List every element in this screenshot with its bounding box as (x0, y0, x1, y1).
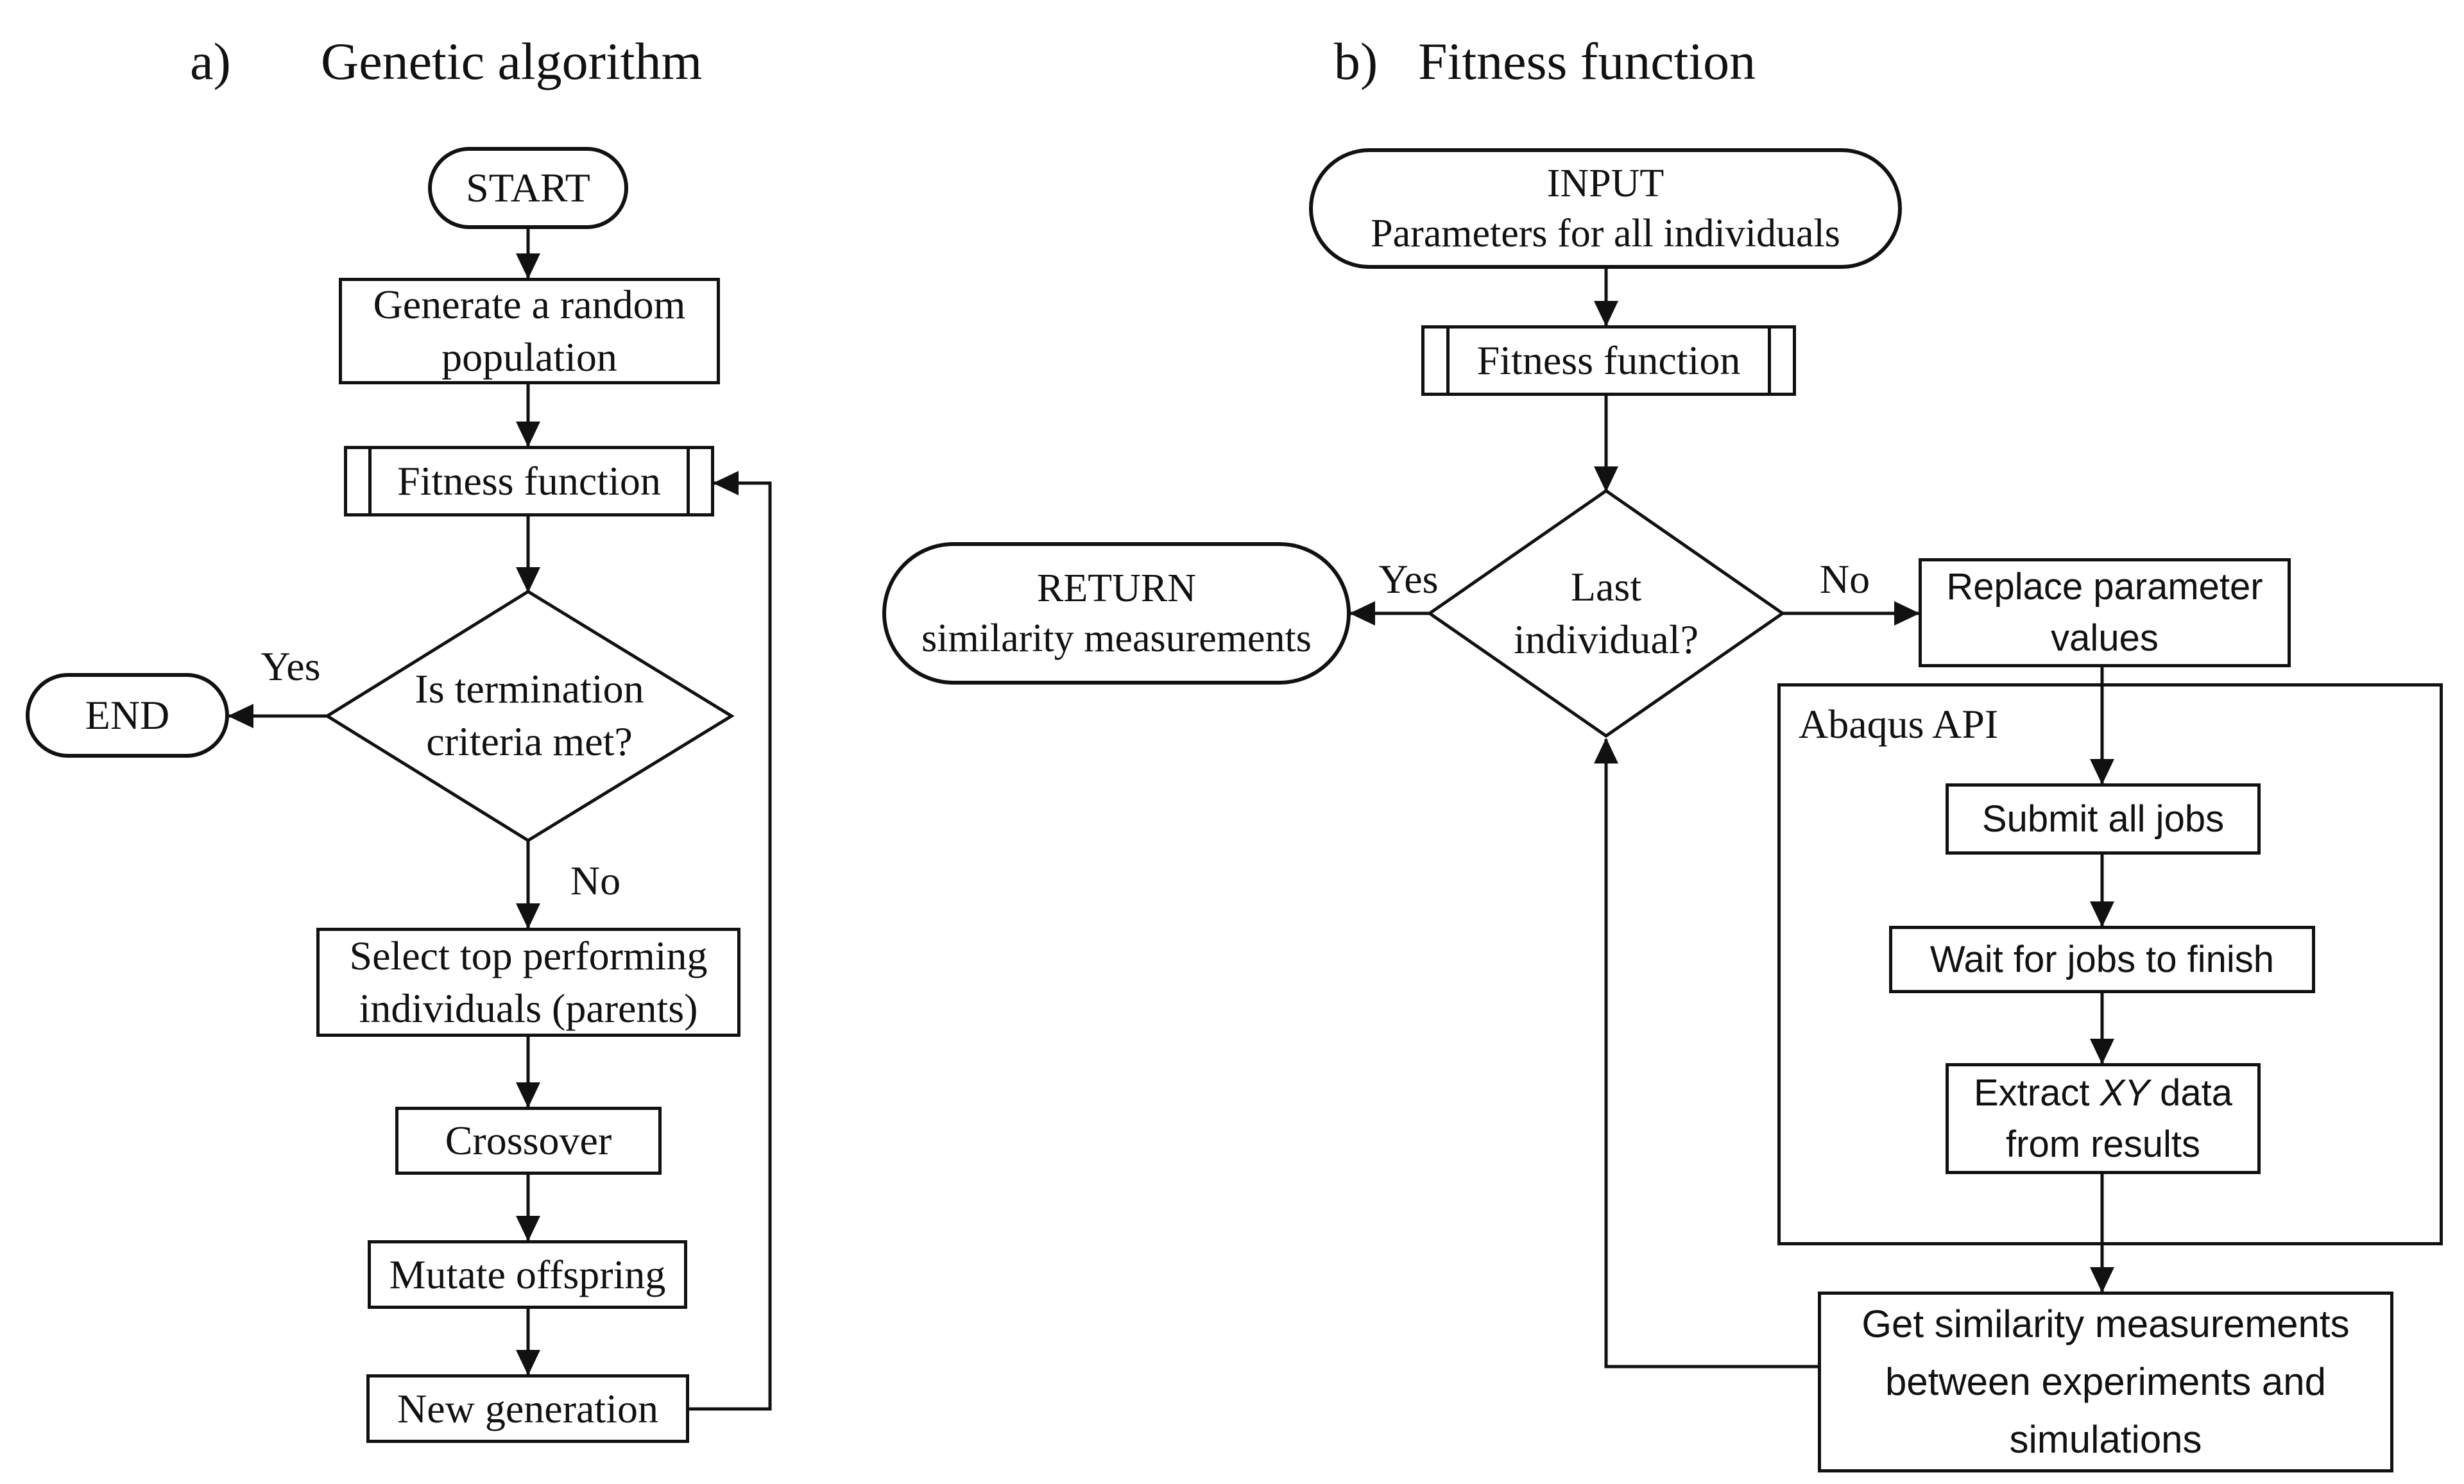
process-extract-xy: Extract XY data from results (1946, 1063, 2261, 1174)
predefined-bar-right (1768, 328, 1771, 393)
terminal-input: INPUT Parameters for all individuals (1309, 148, 1902, 269)
replace-line2: values (2051, 617, 2159, 659)
submit-label: Submit all jobs (1981, 797, 2225, 840)
decision-b-line1: Last (1570, 564, 1642, 610)
replace-line1: Replace parameter (1946, 566, 2263, 608)
panel-b-label: b) (1333, 32, 1378, 90)
decision-termination-text: Is termination criteria met? (359, 629, 699, 802)
process-generate-population: Generate a random population (339, 278, 720, 384)
panel-a-title: Genetic algorithm (321, 32, 703, 90)
container-abaqus-api: Abaqus API (1777, 683, 2443, 1245)
terminal-end: END (26, 673, 229, 758)
extract-pre: Extract (1974, 1071, 2100, 1114)
decision-diamond-termination (324, 590, 735, 842)
extract-line2: from results (2006, 1123, 2200, 1165)
process-mutate-offspring: Mutate offspring (368, 1240, 687, 1309)
input-line1: INPUT (1546, 162, 1664, 205)
return-line1: RETURN (1037, 567, 1196, 610)
predefined-bar-right (687, 449, 690, 513)
decision-a-line1: Is termination (415, 666, 644, 712)
select-line2: individuals (parents) (359, 985, 698, 1031)
crossover-label: Crossover (445, 1118, 612, 1163)
process-select-parents: Select top performing individuals (paren… (316, 928, 740, 1037)
terminal-start: START (428, 147, 628, 229)
generate-line2: population (441, 334, 617, 380)
extract-line1: Extract XY data (1974, 1068, 2232, 1119)
return-line2: similarity measurements (921, 617, 1312, 660)
panel-a-label: a) (190, 32, 231, 90)
fitness-a-label: Fitness function (397, 458, 661, 504)
decision-b-line2: individual? (1514, 617, 1698, 662)
terminal-start-label: START (466, 165, 590, 210)
process-wait-jobs: Wait for jobs to finish (1889, 926, 2315, 993)
extract-xy-italic: XY (2100, 1071, 2150, 1114)
terminal-return: RETURN similarity measurements (882, 542, 1351, 685)
edge-label-yes-a: Yes (261, 644, 321, 689)
edge-label-no-a: No (570, 858, 621, 903)
edge-label-yes-b: Yes (1378, 556, 1439, 602)
process-crossover: Crossover (395, 1107, 662, 1175)
extract-post: data (2149, 1071, 2232, 1114)
wait-label: Wait for jobs to finish (1929, 938, 2275, 980)
new-generation-label: New generation (397, 1385, 658, 1431)
edge-newgen-fitness-loop (689, 471, 772, 1411)
get-sim-line3: simulations (2009, 1418, 2202, 1461)
decision-last-individual-text: Last individual? (1465, 526, 1747, 701)
process-get-similarity: Get similarity measurements between expe… (1818, 1292, 2393, 1472)
select-line1: Select top performing (349, 933, 708, 978)
decision-a-line2: criteria met? (426, 719, 633, 764)
panel-b-title: Fitness function (1418, 32, 1756, 90)
mutate-label: Mutate offspring (389, 1251, 666, 1297)
fitness-b-label: Fitness function (1476, 337, 1741, 383)
process-new-generation: New generation (366, 1374, 689, 1443)
process-replace-parameters: Replace parameter values (1919, 558, 2291, 667)
edge-getsim-decision-loop (1594, 738, 1818, 1369)
predefined-bar-left (1446, 328, 1450, 393)
predefined-fitness-function-b: Fitness function (1421, 325, 1796, 396)
container-abaqus-api-label: Abaqus API (1799, 701, 1999, 747)
process-submit-jobs: Submit all jobs (1946, 783, 2261, 855)
edge-label-no-b: No (1819, 556, 1870, 602)
input-line2: Parameters for all individuals (1371, 212, 1840, 255)
terminal-end-label: END (85, 692, 170, 738)
decision-diamond-last-individual (1426, 488, 1786, 738)
predefined-fitness-function-a: Fitness function (344, 446, 714, 516)
predefined-bar-left (368, 449, 372, 513)
get-sim-line1: Get similarity measurements (1861, 1302, 2350, 1345)
generate-line1: Generate a random (373, 282, 686, 327)
get-sim-line2: between experiments and (1885, 1360, 2327, 1403)
